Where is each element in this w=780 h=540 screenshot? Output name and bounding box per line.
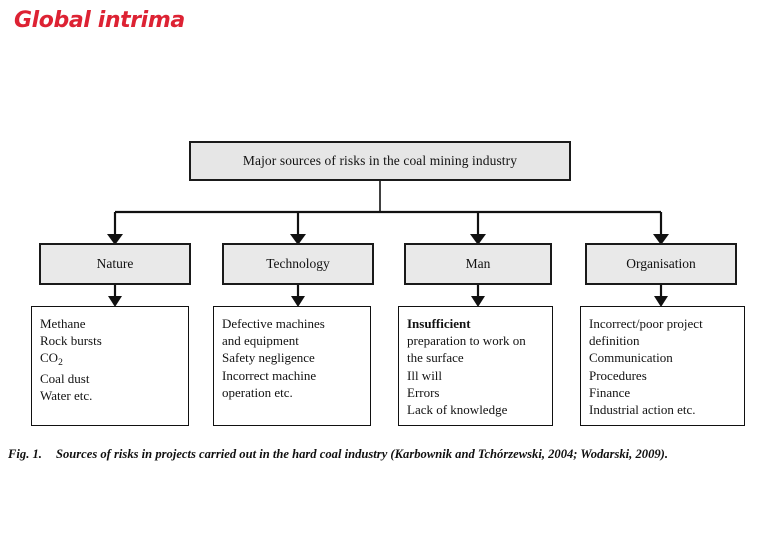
root-node-label: Major sources of risks in the coal minin… bbox=[242, 153, 518, 168]
detail-line: preparation to work on bbox=[407, 333, 526, 349]
figure-number: Fig. 1. bbox=[8, 447, 42, 461]
category-node-organisation: Organisation bbox=[585, 243, 737, 285]
figure-caption-text: Sources of risks in projects carried out… bbox=[55, 447, 669, 461]
category-label: Man bbox=[465, 256, 491, 271]
detail-line: operation etc. bbox=[222, 384, 293, 400]
detail-line: Incorrect/poor project bbox=[589, 316, 703, 331]
detail-line: Insufficient bbox=[407, 316, 471, 331]
detail-line: Rock bursts bbox=[40, 333, 102, 349]
detail-line: Lack of knowledge bbox=[407, 402, 508, 418]
category-label: Nature bbox=[96, 256, 134, 271]
detail-line: Industrial action etc. bbox=[589, 402, 696, 418]
detail-line: Water etc. bbox=[40, 387, 93, 403]
detail-line: definition bbox=[589, 333, 640, 349]
category-label: Organisation bbox=[626, 256, 696, 271]
detail-line: Procedures bbox=[589, 367, 647, 383]
detail-line: Incorrect machine bbox=[222, 367, 317, 383]
detail-line: and equipment bbox=[222, 333, 299, 349]
detail-line: Defective machines bbox=[222, 316, 325, 331]
connector-lines bbox=[107, 181, 669, 307]
category-label: Technology bbox=[266, 256, 330, 271]
detail-line: the surface bbox=[407, 350, 464, 366]
brand-logo: Global intrima bbox=[14, 8, 185, 33]
detail-line: Finance bbox=[589, 384, 631, 400]
detail-line: Methane bbox=[40, 316, 86, 331]
detail-line: Safety negligence bbox=[222, 350, 315, 366]
subscript: 2 bbox=[58, 357, 63, 368]
detail-line: Communication bbox=[589, 350, 673, 366]
detail-line: Ill will bbox=[407, 367, 443, 383]
category-node-man: Man bbox=[404, 243, 552, 285]
root-node: Major sources of risks in the coal minin… bbox=[189, 141, 571, 181]
category-node-technology: Technology bbox=[222, 243, 374, 285]
risk-sources-diagram: Major sources of risks in the coal minin… bbox=[31, 141, 745, 426]
detail-line: CO2 bbox=[40, 350, 63, 368]
detail-line: Errors bbox=[407, 384, 440, 400]
category-node-nature: Nature bbox=[39, 243, 191, 285]
figure-caption: Fig. 1. Sources of risks in projects carr… bbox=[8, 447, 774, 462]
detail-line: Coal dust bbox=[40, 370, 90, 386]
